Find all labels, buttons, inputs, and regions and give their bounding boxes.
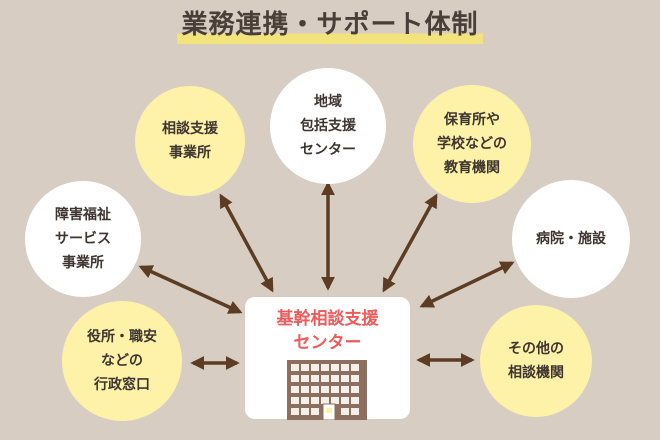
node-shougai: 障害福祉 サービス 事業所 — [25, 181, 141, 297]
node-yakusho: 役所・職安 などの 行政窓口 — [62, 301, 182, 421]
node-chiiki: 地域 包括支援 センター — [270, 68, 386, 184]
node-soudan-shien: 相談支援 事業所 — [135, 86, 245, 196]
diagram-title: 業務連携・サポート体制 — [177, 6, 483, 44]
node-label: 相談支援 事業所 — [162, 121, 218, 161]
node-label: 病院・施設 — [536, 231, 606, 247]
node-byouin: 病院・施設 — [512, 180, 630, 298]
arrow-hoiku — [382, 193, 438, 293]
node-label: 障害福祉 サービス 事業所 — [55, 207, 111, 271]
arrow-byouin — [419, 261, 515, 308]
node-label: その他の 相談機関 — [508, 341, 564, 381]
node-label: 保育所や 学校などの 教育機関 — [437, 112, 507, 176]
node-hoiku: 保育所や 学校などの 教育機関 — [413, 85, 531, 203]
diagram-title-wrap: 業務連携・サポート体制 — [0, 6, 660, 50]
center-label: 基幹相談支援 センター — [276, 309, 379, 353]
arrow-shougai — [138, 265, 243, 314]
center-node: 基幹相談支援 センター — [245, 297, 410, 420]
arrow-soudan-shien — [219, 193, 274, 293]
node-sonota: その他の 相談機関 — [480, 305, 592, 417]
node-label: 役所・職安 などの 行政窓口 — [87, 329, 157, 393]
node-label: 地域 包括支援 センター — [300, 94, 356, 158]
office-building-icon — [287, 360, 367, 420]
